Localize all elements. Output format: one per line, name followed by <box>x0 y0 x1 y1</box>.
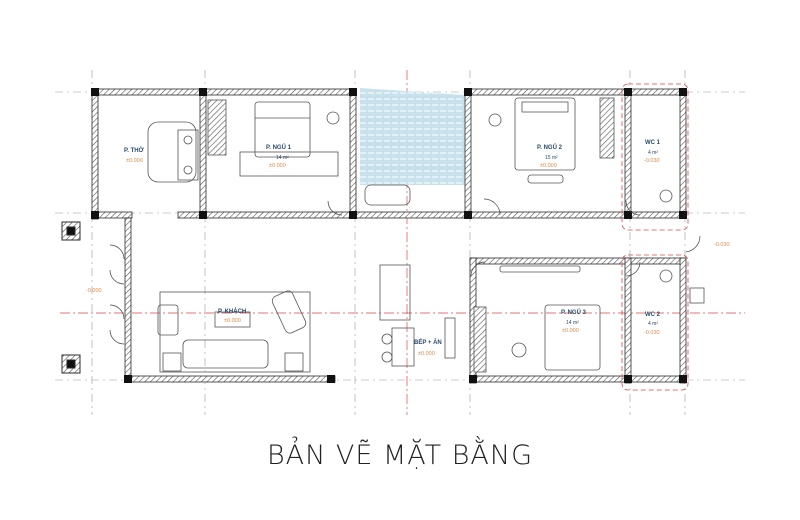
level-p-ngu-3: ±0.000 <box>562 328 579 334</box>
room-label-bep-an: BẾP + ĂN <box>414 340 442 346</box>
level-p-ngu-2: ±0.000 <box>540 163 557 169</box>
room-label-p-ngu-2: P. NGỦ 2 <box>537 145 562 151</box>
porch-pillars <box>61 221 81 374</box>
area-p-ngu-1: 14 m² <box>276 155 289 161</box>
level-p-ngu-1: ±0.000 <box>269 163 286 169</box>
area-wc-2: 4 m² <box>648 321 658 327</box>
room-label-p-ngu-1: P. NGỦ 1 <box>266 145 291 151</box>
level-p-tho: ±0.000 <box>126 158 143 164</box>
level-porch: -0.000 <box>86 288 102 294</box>
courtyard-pool <box>360 88 465 185</box>
doors <box>109 198 701 345</box>
level-bep-an: ±0.000 <box>418 351 435 357</box>
room-label-p-khach: P. KHÁCH <box>218 309 247 315</box>
wc-outlines <box>621 83 689 391</box>
level-wc-2: -0.030 <box>644 330 660 336</box>
level-side-door: -0.030 <box>714 242 730 248</box>
level-wc-1: -0.030 <box>644 158 660 164</box>
room-label-p-ngu-3: P. NGỦ 3 <box>561 310 586 316</box>
walls <box>91 88 687 384</box>
drawing-caption: BẢN VẼ MẶT BẰNG <box>266 440 534 471</box>
area-p-ngu-2: 15 m² <box>545 155 558 161</box>
floor-plan <box>55 70 745 415</box>
furniture <box>147 97 705 373</box>
area-wc-1: 4 m² <box>648 150 658 156</box>
room-label-wc-2: WC 2 <box>645 312 660 318</box>
level-p-khach: ±0.000 <box>224 318 241 324</box>
room-label-p-tho: P. THỜ <box>124 148 144 154</box>
columns <box>91 88 687 383</box>
area-p-ngu-3: 14 m² <box>566 320 579 326</box>
room-label-wc-1: WC 1 <box>645 140 660 146</box>
